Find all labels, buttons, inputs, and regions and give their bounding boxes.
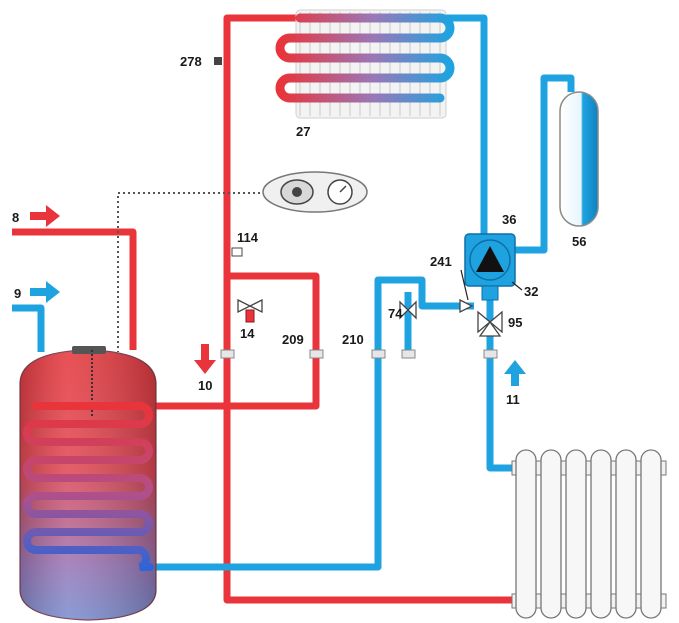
arrow-down-icon (194, 344, 216, 374)
tank-coil-return-pipe (150, 276, 474, 571)
exchanger-return-pipe (440, 14, 488, 240)
label-114: 114 (237, 230, 259, 245)
temperature-sensor (231, 247, 243, 257)
tank-coil-supply-pipe (36, 272, 320, 410)
label-10: 10 (198, 378, 212, 393)
label-95: 95 (508, 315, 522, 330)
label-278: 278 (180, 54, 202, 69)
label-11: 11 (506, 392, 520, 407)
label-36: 36 (502, 212, 516, 227)
three-way-valve (477, 310, 503, 337)
callout-labels: 8 9 10 11 14 27 32 36 56 74 95 114 209 2… (12, 54, 586, 407)
exchanger-coil (275, 13, 455, 103)
label-8: 8 (12, 210, 19, 225)
pump-icon (476, 246, 504, 272)
label-14: 14 (240, 326, 255, 341)
arrow-right-icon (30, 205, 60, 227)
expansion-vessel (559, 91, 599, 227)
hot-water-tank (19, 346, 157, 621)
label-9: 9 (14, 286, 21, 301)
pipe-connectors (220, 349, 498, 359)
label-209: 209 (282, 332, 304, 347)
tank-coil (23, 402, 154, 571)
sensor-cable (117, 192, 270, 352)
label-74: 74 (388, 306, 403, 321)
arrow-right-icon (30, 281, 60, 303)
label-210: 210 (342, 332, 364, 347)
label-56: 56 (572, 234, 586, 249)
arrow-up-icon (504, 360, 526, 386)
radiator (511, 449, 667, 619)
hot-pipes (12, 14, 515, 604)
hot-riser-pipe (223, 14, 515, 604)
label-27: 27 (296, 124, 310, 139)
label-32: 32 (524, 284, 538, 299)
cold-water-inlet-pipe (12, 304, 45, 352)
bypass-valve (399, 300, 417, 320)
circulation-pump (464, 233, 516, 301)
control-panel (262, 171, 368, 213)
leader-lines (460, 269, 523, 301)
expansion-vessel-pipe (515, 74, 575, 254)
heat-exchanger (275, 9, 455, 119)
safety-valve (237, 298, 263, 323)
hot-water-outlet-pipe (12, 228, 137, 350)
label-241: 241 (430, 254, 452, 269)
fitting-278 (214, 57, 222, 65)
valve-icon (459, 298, 474, 314)
